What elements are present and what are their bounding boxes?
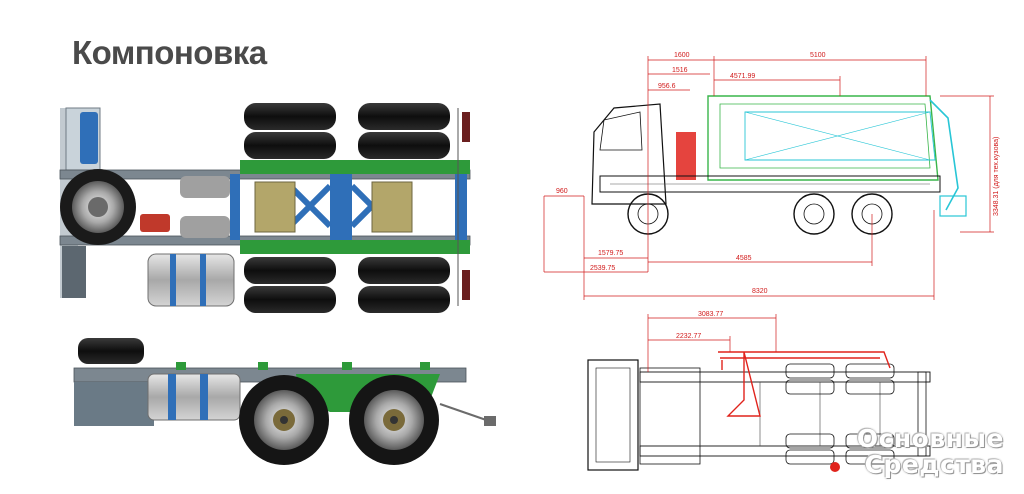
fuel-tank-side (147, 373, 241, 421)
chassis-side-view (73, 338, 496, 465)
watermark-line1: Основные (856, 424, 1004, 453)
dump-body (707, 95, 939, 181)
top-dimension-lines (647, 314, 777, 372)
drawing-wheel (793, 193, 835, 235)
dim-4571: 4571.99 (730, 73, 755, 80)
dim-1600: 1600 (674, 52, 690, 59)
dim-1516: 1516 (672, 67, 688, 74)
rear-axle-diff (371, 181, 413, 233)
dim-4585: 4585 (736, 255, 752, 262)
chassis-top-view (59, 103, 471, 313)
dim-8320: 8320 (752, 288, 768, 295)
crossmember (330, 174, 352, 240)
logo-dot-icon (830, 462, 840, 472)
tailgate-spreader (929, 99, 959, 211)
air-tank (180, 176, 230, 198)
watermark-logo: Основные Средства (822, 424, 1012, 484)
rear-wheel-side (349, 375, 439, 465)
green-frame-upper (240, 160, 470, 174)
rear-axle-diff (254, 181, 296, 233)
front-tire-side (78, 338, 144, 364)
tires-top-drawing (785, 363, 895, 465)
crane-top-view (718, 351, 891, 417)
dimension-lines (543, 56, 994, 300)
crane-red (676, 132, 696, 180)
dim-height: 3348.31 (для тех.кузова) (993, 137, 1000, 216)
dim-3083: 3083.77 (698, 311, 723, 318)
rear-tires-top (244, 103, 450, 313)
dim-1579: 1579.75 (598, 250, 623, 257)
red-component (140, 214, 170, 232)
crossmember (230, 174, 240, 240)
fuel-tank-top (147, 253, 235, 307)
dim-960: 960 (556, 188, 568, 195)
cab-top (587, 359, 639, 471)
dim-5100: 5100 (810, 52, 826, 59)
watermark-line2: Средства (864, 450, 1004, 479)
rear-wheel-side (239, 375, 329, 465)
dim-956: 956.6 (658, 83, 676, 90)
blue-tank-top (80, 112, 98, 164)
rear-light (462, 112, 470, 142)
front-components (74, 382, 154, 426)
air-tank (180, 216, 230, 238)
slide-title: Компоновка (72, 34, 267, 71)
cab-outline (591, 103, 667, 205)
dim-2232: 2232.77 (676, 333, 701, 340)
dim-2539: 2539.75 (590, 265, 615, 272)
truck-side-drawing: 1600 5100 1516 4571.99 956.6 3348.31 (дл… (543, 52, 1000, 300)
truck-top-drawing: 3083.77 2232.77 (587, 311, 931, 471)
crossmember (455, 174, 467, 240)
rear-light (462, 270, 470, 300)
green-frame-lower (240, 240, 470, 254)
